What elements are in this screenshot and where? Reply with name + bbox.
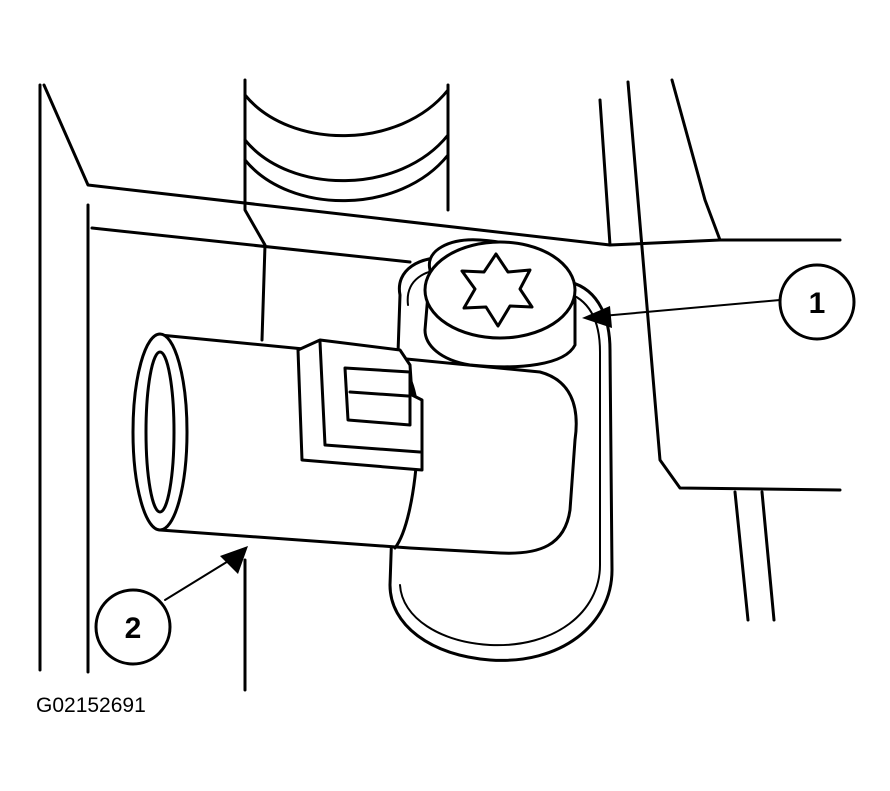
arrow-left-icon [582, 306, 612, 328]
callout-2: 2 [94, 546, 248, 666]
callout-1-label: 1 [809, 287, 826, 320]
callout-1: 1 [582, 263, 856, 341]
engine-block-outline [38, 78, 842, 674]
arrow-up-right-icon [220, 546, 248, 574]
sensor-connector [131, 332, 578, 555]
callout-2-label: 2 [125, 612, 142, 645]
figure-id: G02152691 [36, 694, 146, 717]
pipe-cylinder [243, 78, 450, 692]
torx-bolt [423, 238, 577, 369]
torx-star-icon [460, 252, 534, 328]
